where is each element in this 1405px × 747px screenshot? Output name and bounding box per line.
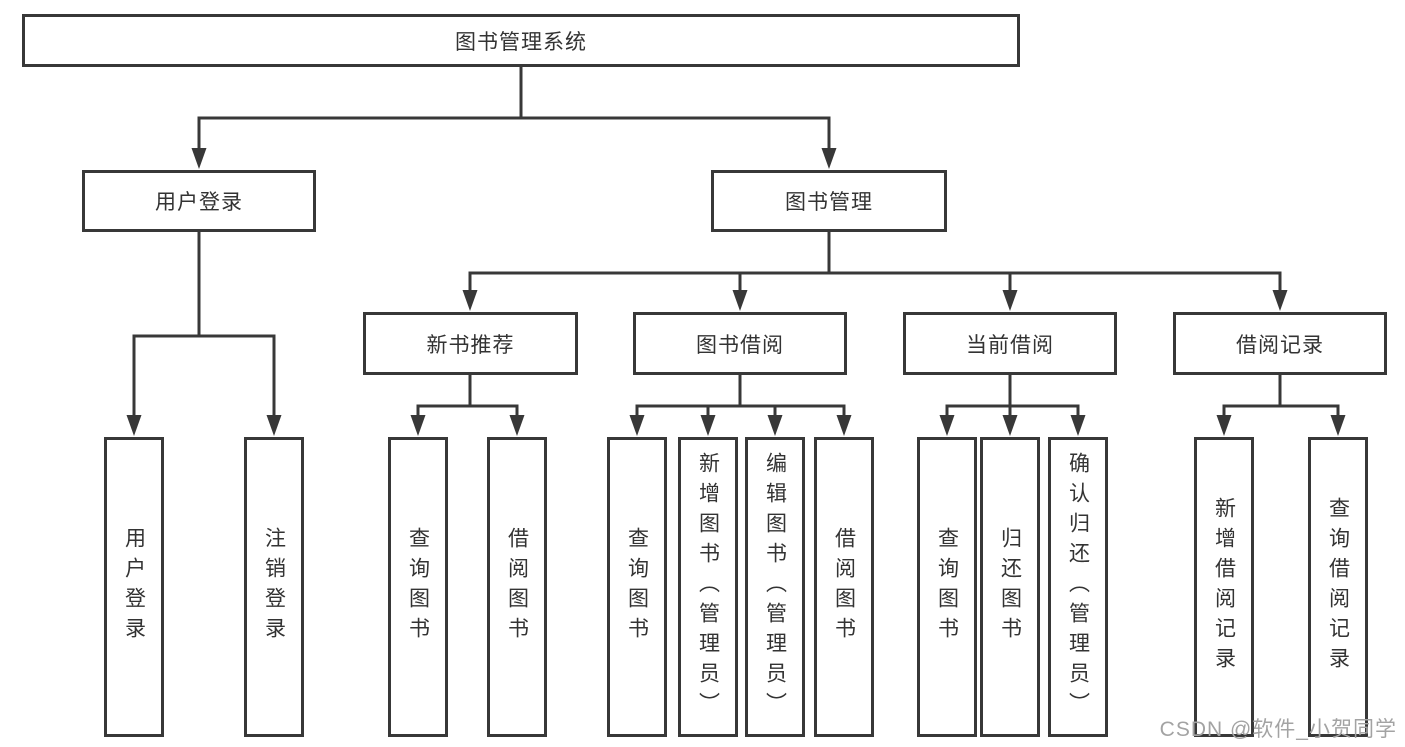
arrowheads-book-borrow bbox=[629, 415, 852, 436]
leaf-borrow-books-2-label: 借阅图书 bbox=[832, 527, 856, 647]
node-borrow-records-label: 借阅记录 bbox=[1236, 333, 1324, 357]
node-book-borrow: 图书借阅 bbox=[633, 312, 847, 375]
leaf-query-books-1-label: 查询图书 bbox=[406, 527, 430, 647]
arrowheads-book-management bbox=[462, 290, 1288, 311]
connector-book-borrow bbox=[635, 373, 846, 418]
leaf-borrow-books-2: 借阅图书 bbox=[814, 437, 874, 737]
node-root: 图书管理系统 bbox=[22, 14, 1020, 67]
leaf-edit-books-admin: 编辑图书（管理员） bbox=[745, 437, 805, 737]
leaf-return-books: 归还图书 bbox=[980, 437, 1040, 737]
leaf-edit-books-admin-label: 编辑图书（管理员） bbox=[763, 452, 787, 722]
leaf-borrow-books-1: 借阅图书 bbox=[487, 437, 547, 737]
connector-root bbox=[197, 65, 831, 151]
leaf-query-books-3-label: 查询图书 bbox=[935, 527, 959, 647]
leaf-confirm-return-admin: 确认归还（管理员） bbox=[1048, 437, 1108, 737]
node-current-borrow-label: 当前借阅 bbox=[966, 333, 1054, 357]
arrowheads-user-login bbox=[126, 415, 282, 436]
leaf-add-books-admin-label: 新增图书（管理员） bbox=[696, 452, 720, 722]
arrowheads-current-borrow bbox=[939, 415, 1086, 436]
connector-book-management bbox=[468, 230, 1282, 293]
arrowheads-root bbox=[191, 148, 837, 169]
arrowheads-borrow-records bbox=[1216, 415, 1346, 436]
node-new-book-recommend-label: 新书推荐 bbox=[426, 333, 515, 357]
leaf-user-login-label: 用户登录 bbox=[122, 527, 146, 647]
node-root-label: 图书管理系统 bbox=[455, 30, 587, 54]
node-new-book-recommend: 新书推荐 bbox=[363, 312, 578, 375]
node-user-login: 用户登录 bbox=[82, 170, 316, 232]
connector-user-login bbox=[132, 230, 276, 418]
leaf-query-borrow-record: 查询借阅记录 bbox=[1308, 437, 1368, 737]
leaf-add-books-admin: 新增图书（管理员） bbox=[678, 437, 738, 737]
connector-borrow-records bbox=[1222, 373, 1340, 418]
leaf-query-books-2: 查询图书 bbox=[607, 437, 667, 737]
node-user-login-label: 用户登录 bbox=[155, 191, 243, 214]
connector-current-borrow bbox=[945, 373, 1080, 418]
leaf-logout-label: 注销登录 bbox=[262, 527, 286, 647]
leaf-query-books-2-label: 查询图书 bbox=[625, 527, 649, 647]
node-borrow-records: 借阅记录 bbox=[1173, 312, 1387, 375]
node-book-management-label: 图书管理 bbox=[785, 191, 873, 214]
leaf-user-login: 用户登录 bbox=[104, 437, 164, 737]
node-current-borrow: 当前借阅 bbox=[903, 312, 1117, 375]
leaf-confirm-return-admin-label: 确认归还（管理员） bbox=[1066, 452, 1090, 722]
leaf-query-books-1: 查询图书 bbox=[388, 437, 448, 737]
leaf-borrow-books-1-label: 借阅图书 bbox=[505, 527, 529, 647]
node-book-borrow-label: 图书借阅 bbox=[696, 333, 784, 357]
leaf-query-books-3: 查询图书 bbox=[917, 437, 977, 737]
leaf-query-borrow-record-label: 查询借阅记录 bbox=[1326, 497, 1350, 677]
arrowheads-new-book-recommend bbox=[410, 415, 525, 436]
csdn-watermark: CSDN @软件_小贺同学 bbox=[1159, 718, 1397, 741]
connector-new-book-recommend bbox=[416, 373, 519, 418]
leaf-logout: 注销登录 bbox=[244, 437, 304, 737]
node-book-management: 图书管理 bbox=[711, 170, 947, 232]
leaf-add-borrow-record-label: 新增借阅记录 bbox=[1212, 497, 1236, 677]
leaf-return-books-label: 归还图书 bbox=[998, 527, 1022, 647]
leaf-add-borrow-record: 新增借阅记录 bbox=[1194, 437, 1254, 737]
